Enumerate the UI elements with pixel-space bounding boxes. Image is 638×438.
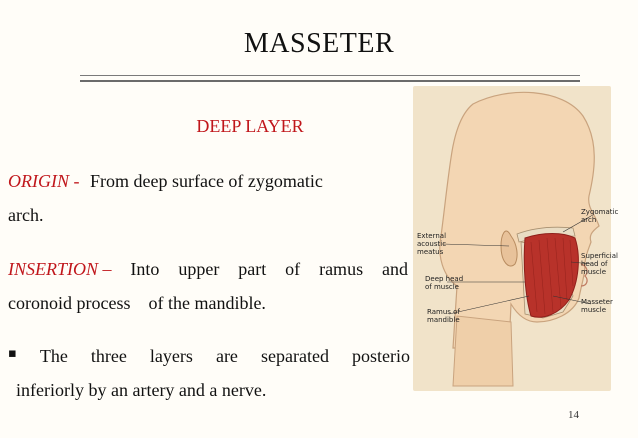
label-ramus-of-mandible: Ramus of mandible bbox=[427, 308, 460, 324]
insertion-word: and bbox=[382, 259, 408, 279]
label-masseter-muscle: Masseter muscle bbox=[581, 298, 613, 314]
ear bbox=[500, 230, 518, 267]
bullet-word: separated bbox=[260, 346, 329, 366]
label-deep-head: Deep head of muscle bbox=[425, 275, 464, 291]
insertion-word: Into bbox=[130, 259, 160, 279]
bullet-word: three bbox=[90, 346, 127, 366]
section-subtitle: DEEP LAYER bbox=[196, 116, 304, 136]
bullet-word: layers bbox=[149, 346, 193, 366]
label-external-acoustic-meatus: External acoustic meatus bbox=[417, 232, 447, 256]
origin-label: ORIGIN - bbox=[8, 171, 80, 191]
label-superficial-head: Superficial head of muscle bbox=[581, 252, 618, 276]
origin-text: From deep surface of zygomatic bbox=[89, 171, 323, 191]
origin-line-2: arch. bbox=[8, 205, 44, 225]
insertion-word: of bbox=[285, 259, 301, 279]
head-illustration-svg bbox=[439, 91, 600, 387]
neck bbox=[452, 315, 514, 387]
masseter-muscle bbox=[523, 233, 579, 318]
insertion-line-1: INSERTION – Into upper part of ramus and bbox=[8, 260, 408, 278]
insertion-word: ramus bbox=[319, 259, 364, 279]
head-outline bbox=[439, 91, 600, 349]
bullet-word: posterio bbox=[352, 346, 410, 366]
bullet-word: The bbox=[39, 346, 68, 366]
origin-line-1: ORIGIN - From deep surface of zygomatic bbox=[8, 172, 323, 190]
bullet-word: are bbox=[215, 346, 238, 366]
lips bbox=[580, 263, 588, 287]
insertion-word: upper bbox=[178, 259, 220, 279]
bullet-marker: ▪ bbox=[8, 346, 17, 361]
muscle-fibers bbox=[530, 237, 574, 315]
page-number: 14 bbox=[568, 409, 579, 421]
bullet-line-2: inferiorly by an artery and a nerve. bbox=[16, 380, 267, 400]
masseter-anatomy-illustration: External acoustic meatus Deep head of mu… bbox=[413, 86, 618, 391]
title-divider-thin bbox=[80, 75, 580, 76]
title-divider-thick bbox=[80, 80, 580, 82]
insertion-line-2: coronoid process of the mandible. bbox=[8, 293, 266, 313]
label-zygomatic-arch: Zygomatic arch bbox=[581, 208, 619, 224]
slide-title: MASSETER bbox=[243, 28, 395, 59]
insertion-label: INSERTION – bbox=[8, 259, 112, 279]
insertion-word: part bbox=[238, 259, 267, 279]
leader-lines bbox=[442, 215, 592, 315]
bullet-line-1: ▪ The three layers are separated posteri… bbox=[8, 347, 410, 365]
